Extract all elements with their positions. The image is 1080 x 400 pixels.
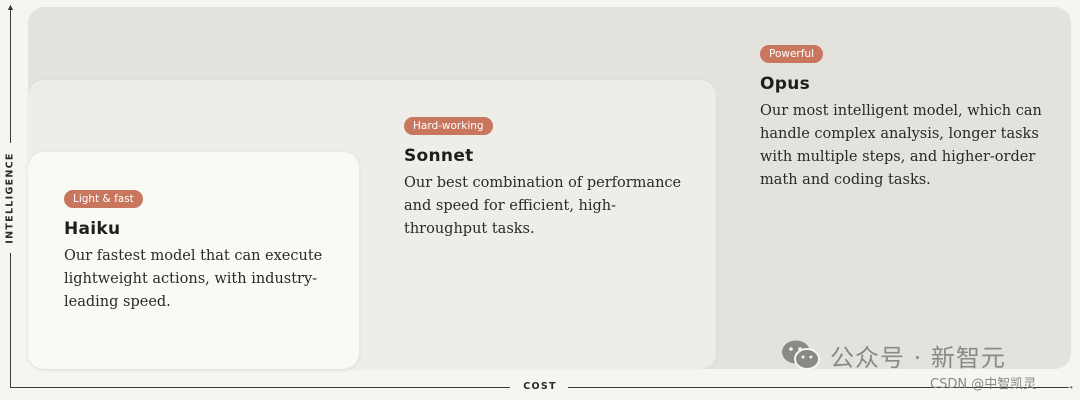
sonnet-badge: Hard-working	[404, 117, 493, 135]
opus-description: Our most intelligent model, which can ha…	[760, 103, 1042, 188]
watermark-text: 公众号 · 新智元	[830, 343, 1006, 372]
wechat-icon	[782, 340, 820, 370]
opus-card: Powerful Opus Our most intelligent model…	[760, 44, 1050, 192]
sonnet-description: Our best combination of performance and …	[404, 175, 682, 237]
x-axis-label: COST	[523, 381, 557, 392]
opus-title: Opus	[760, 74, 811, 94]
haiku-description: Our fastest model that can execute light…	[64, 248, 323, 310]
sonnet-card: Hard-working Sonnet Our best combination…	[404, 116, 694, 241]
sonnet-title: Sonnet	[404, 146, 474, 166]
haiku-badge: Light & fast	[64, 190, 143, 208]
x-axis-line	[10, 387, 510, 388]
opus-badge: Powerful	[760, 45, 824, 63]
x-axis-arrow-icon: →	[1064, 380, 1075, 392]
watermark: 公众号 · 新智元	[780, 337, 1006, 373]
x-axis-line-right	[568, 387, 1068, 388]
haiku-tier-panel	[28, 152, 359, 369]
haiku-title: Haiku	[64, 219, 121, 239]
y-axis-line	[10, 10, 11, 143]
haiku-card: Light & fast Haiku Our fastest model tha…	[64, 189, 344, 314]
y-axis-line-lower	[10, 253, 11, 388]
csdn-credit: CSDN @中智凯灵	[930, 377, 1037, 392]
y-axis-arrow-icon: ▲	[6, 2, 15, 12]
y-axis-label: INTELLIGENCE	[4, 152, 16, 244]
